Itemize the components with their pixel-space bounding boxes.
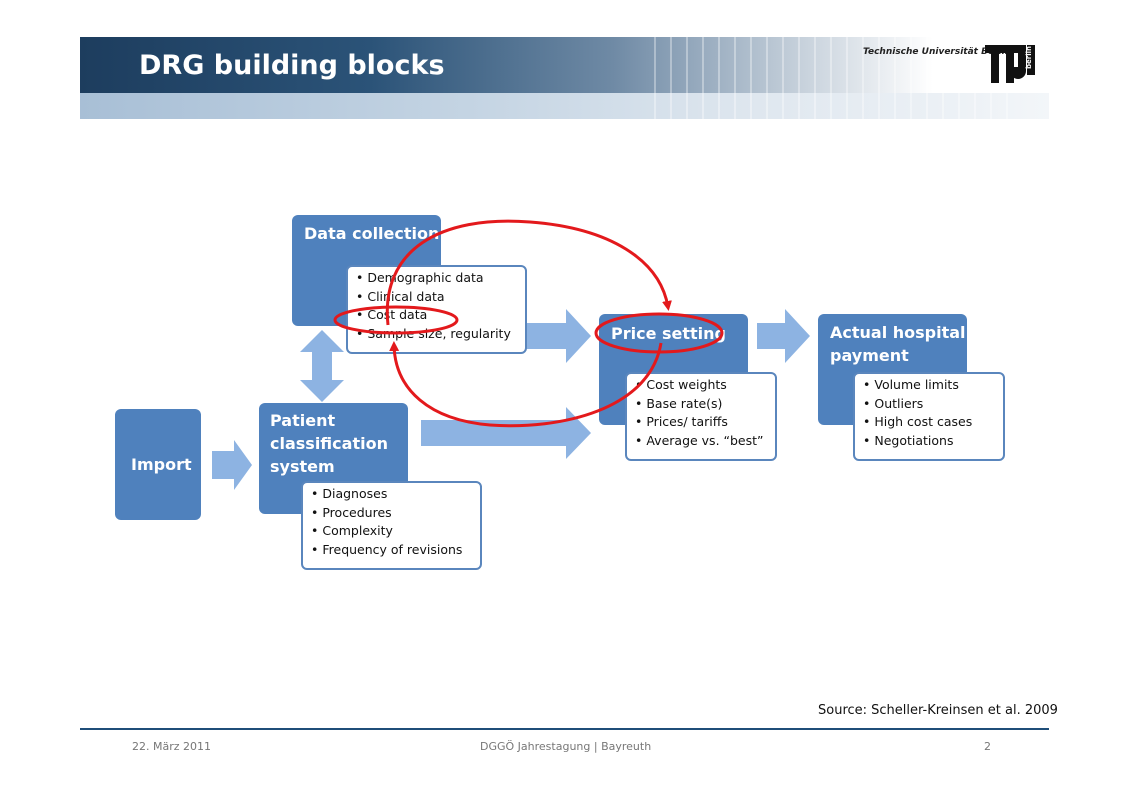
list-item: Cost data <box>356 306 517 325</box>
arrow-import-to-classification <box>212 440 252 490</box>
actual-payment-label: Actual hospital payment <box>830 321 966 367</box>
arrow-data-collection-classification <box>300 330 344 402</box>
banner-light-band <box>80 93 1049 119</box>
footer-event: DGGÖ Jahrestagung | Bayreuth <box>480 740 652 753</box>
list-item: Sample size, regularity <box>356 325 517 344</box>
list-item: Diagnoses <box>311 485 472 504</box>
list-item: Base rate(s) <box>635 395 767 414</box>
list-item: Demographic data <box>356 269 517 288</box>
arrow-data-collection-to-price <box>526 309 591 363</box>
import-label: Import <box>131 455 192 474</box>
list-item: Clinical data <box>356 288 517 307</box>
list-item: Cost weights <box>635 376 767 395</box>
university-name: Technische Universität Berlin <box>863 47 1012 57</box>
import-box: Import <box>115 409 201 520</box>
list-item: Outliers <box>863 395 995 414</box>
footer-divider <box>80 728 1049 730</box>
label-line: classification <box>270 434 388 453</box>
list-item: Average vs. “best” <box>635 432 767 451</box>
arrow-price-to-payment <box>757 309 810 363</box>
source-citation: Source: Scheller-Kreinsen et al. 2009 <box>818 703 1058 718</box>
slide-title: DRG building blocks <box>139 50 445 81</box>
footer-date: 22. März 2011 <box>132 740 212 753</box>
list-item: Negotiations <box>863 432 995 451</box>
list-item: Prices/ tariffs <box>635 413 767 432</box>
banner-decoration <box>640 37 1020 119</box>
svg-text:berlin: berlin <box>1025 46 1033 69</box>
price-setting-label: Price setting <box>611 324 727 343</box>
arrow-classification-to-price <box>421 407 591 459</box>
label-line: Actual hospital <box>830 323 966 342</box>
patient-classification-label: Patient classification system <box>270 409 388 478</box>
list-item: Complexity <box>311 522 472 541</box>
patient-classification-list: Diagnoses Procedures Complexity Frequenc… <box>301 481 482 570</box>
list-item: High cost cases <box>863 413 995 432</box>
data-collection-label: Data collection <box>304 224 440 243</box>
data-collection-list: Demographic data Clinical data Cost data… <box>346 265 527 354</box>
page-number: 2 <box>984 740 991 753</box>
price-setting-list: Cost weights Base rate(s) Prices/ tariff… <box>625 372 777 461</box>
header-banner: DRG building blocks Technische Universit… <box>80 37 1049 119</box>
label-line: system <box>270 457 335 476</box>
label-line: Patient <box>270 411 336 430</box>
actual-payment-list: Volume limits Outliers High cost cases N… <box>853 372 1005 461</box>
label-line: payment <box>830 346 909 365</box>
tu-berlin-logo: berlin <box>985 45 1035 83</box>
banner-dark-band <box>80 37 1049 93</box>
list-item: Volume limits <box>863 376 995 395</box>
list-item: Procedures <box>311 504 472 523</box>
list-item: Frequency of revisions <box>311 541 472 560</box>
